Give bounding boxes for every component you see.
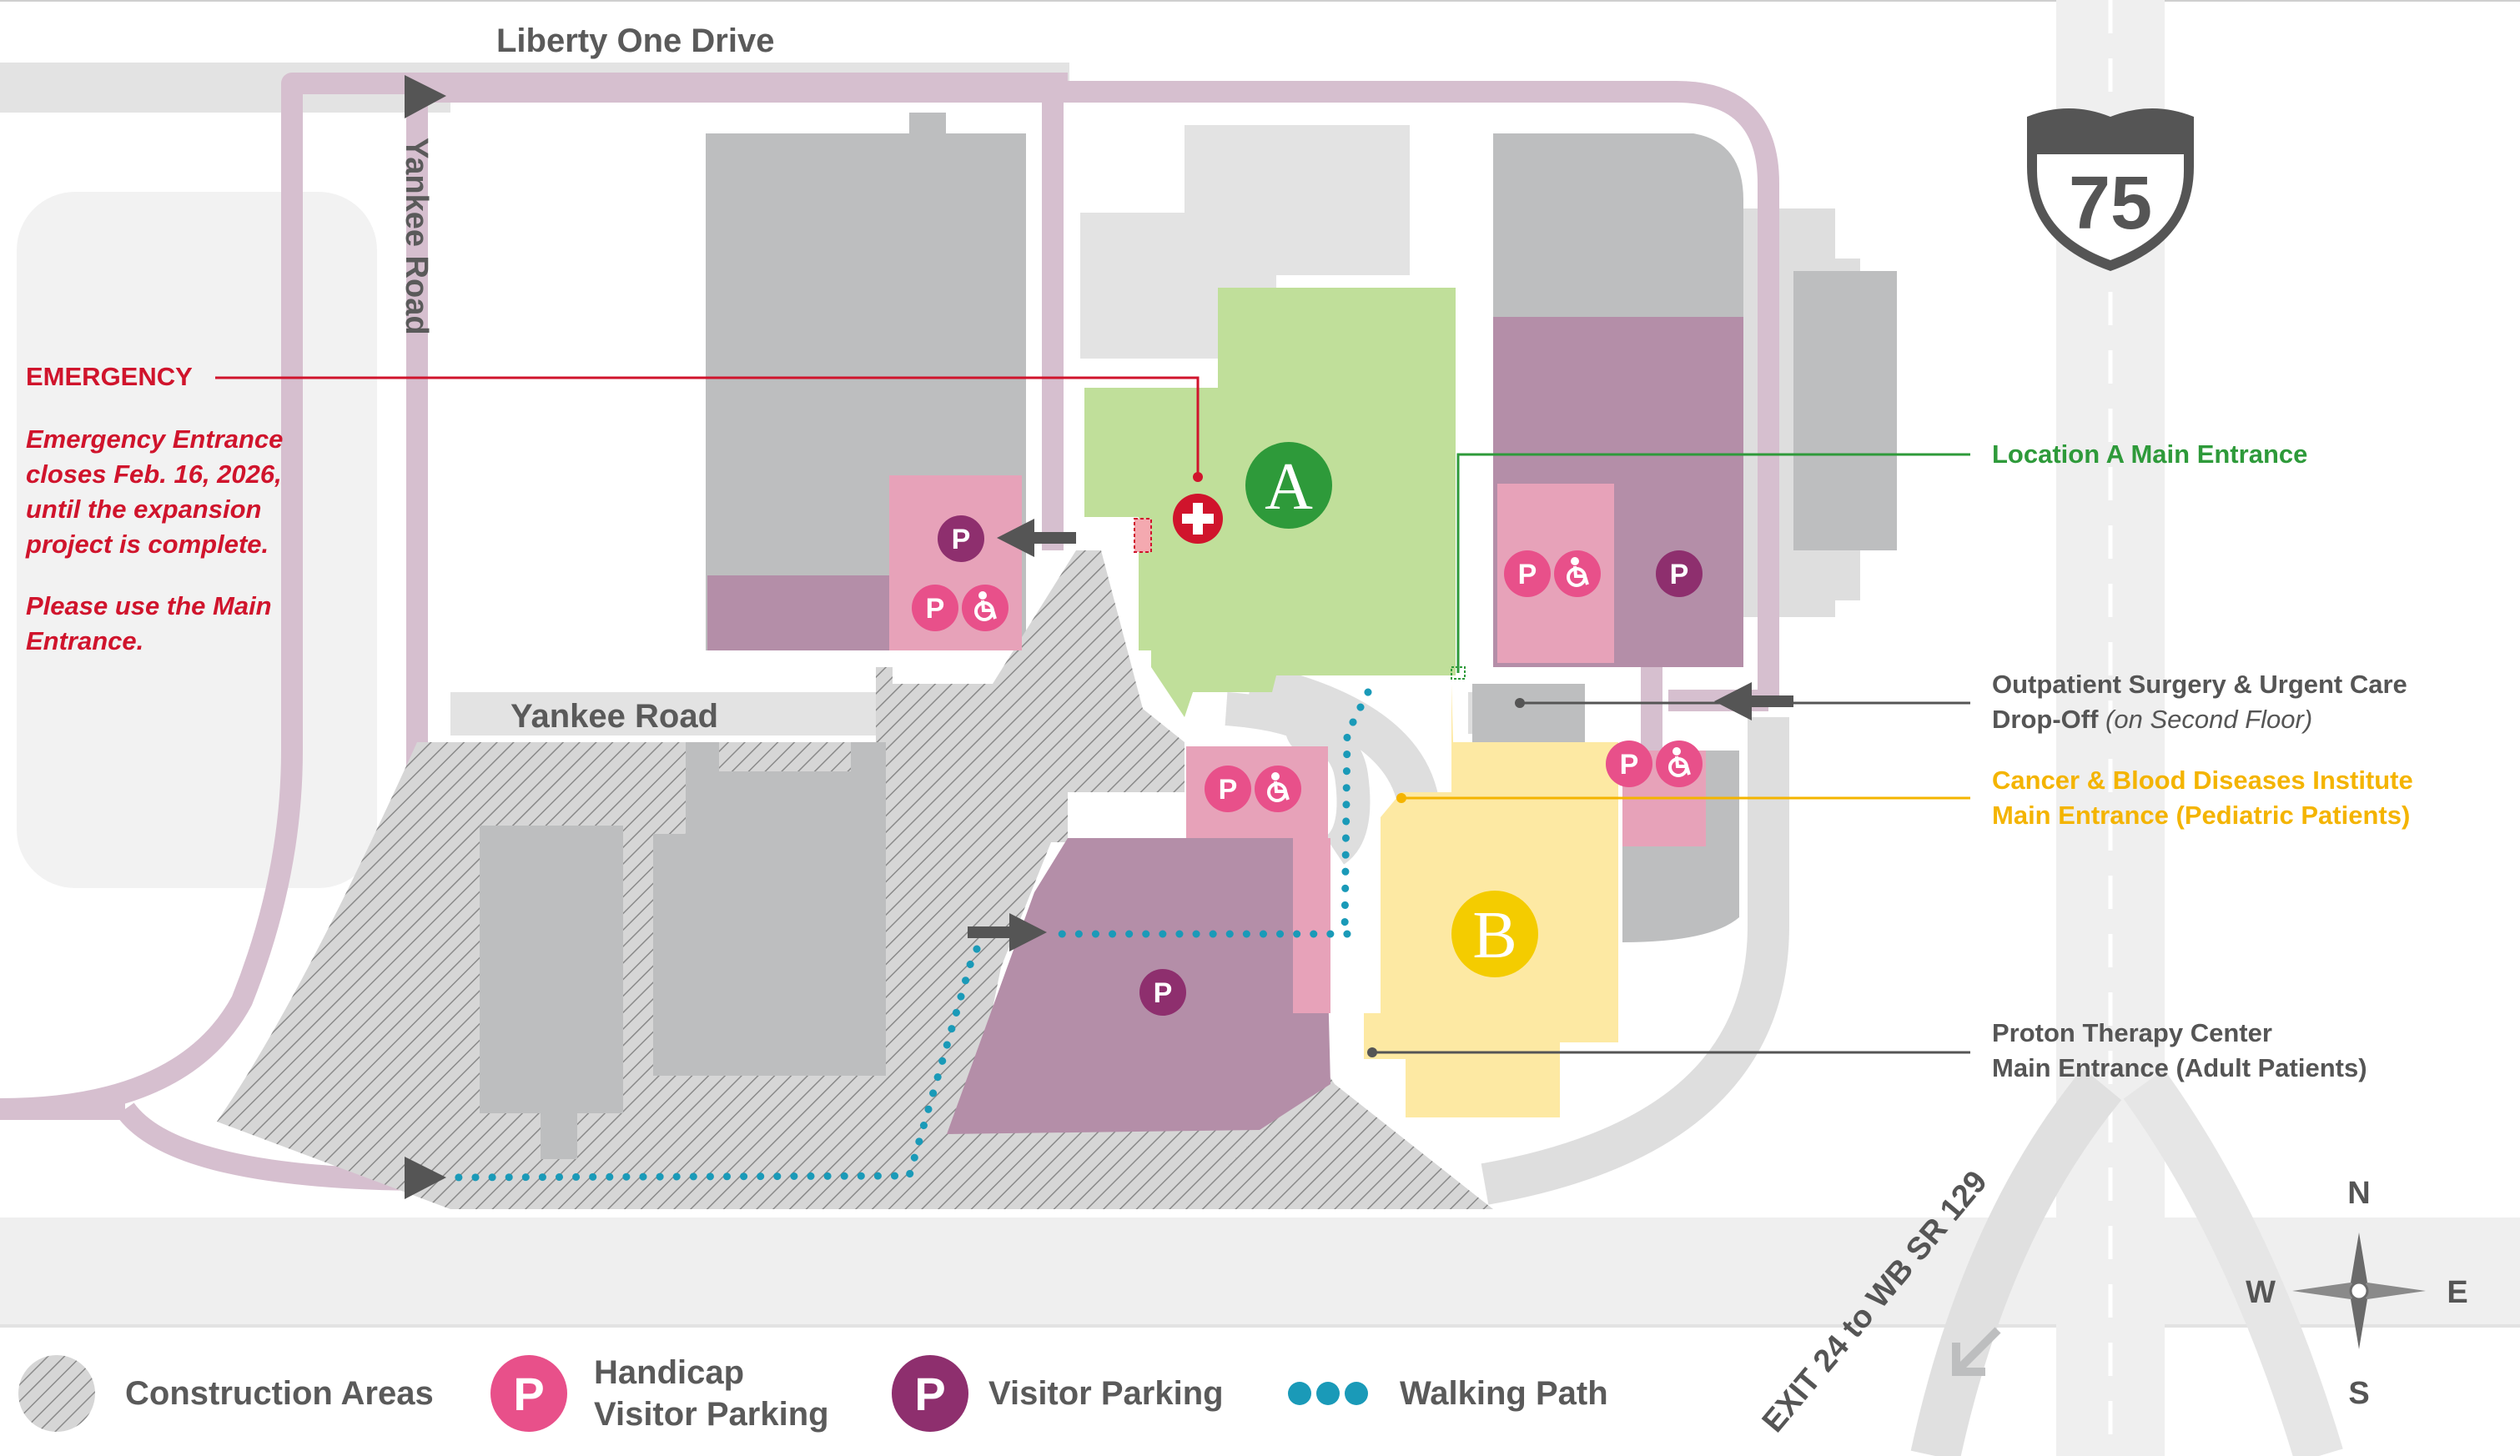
legend-construction-label: Construction Areas (125, 1375, 434, 1412)
arrow-left-icon (1714, 682, 1793, 720)
handicap-parking-icon (1205, 766, 1251, 812)
legend-construction-icon (18, 1355, 95, 1432)
proton-callout-line: Proton Therapy Center (1992, 1018, 2272, 1047)
compass-n: N (2347, 1176, 2370, 1211)
emergency-heading: EMERGENCY (26, 362, 193, 391)
emergency-instruction-line: Entrance. (26, 626, 144, 655)
cancer-institute-callout: Cancer & Blood Diseases Institute Main E… (1992, 763, 2413, 833)
visitor-parking-icon (1656, 550, 1703, 597)
location-a-badge (1245, 442, 1332, 529)
compass-w: W (2246, 1275, 2276, 1310)
compass-rose-icon (2292, 1233, 2426, 1349)
interstate-75-shield: 75 (2027, 108, 2194, 271)
building-gray (480, 826, 623, 1113)
wheelchair-icon (1255, 766, 1301, 812)
legend-handicap-label: Handicap Visitor Parking (594, 1352, 829, 1435)
yankee-road-horizontal-label: Yankee Road (511, 698, 718, 735)
legend-handicap-p: P (513, 1368, 544, 1420)
construction-area (918, 1059, 1493, 1209)
outpatient-floor-note: (on Second Floor) (2105, 705, 2313, 734)
wheelchair-icon (1656, 741, 1703, 787)
outpatient-callout: Outpatient Surgery & Urgent Care Drop-Of… (1992, 667, 2407, 737)
location-a-callout: Location A Main Entrance (1992, 439, 2308, 469)
location-a-letter: A (1265, 450, 1313, 524)
legend-walking-icon (1288, 1382, 1368, 1405)
handicap-parking-icon (1606, 741, 1652, 787)
visitor-parking-icon (938, 515, 984, 562)
yankee-road-horizontal (450, 692, 884, 736)
wheelchair-icon (962, 585, 1009, 631)
handicap-parking-icon (1504, 550, 1551, 597)
handicap-parking-area (889, 475, 1022, 650)
outpatient-callout-line: Drop-Off (on Second Floor) (1992, 702, 2407, 737)
proton-therapy-callout: Proton Therapy Center Main Entrance (Adu… (1992, 1016, 2367, 1086)
cancer-callout-line: Main Entrance (Pediatric Patients) (1992, 801, 2411, 830)
legend-visitor-p: P (914, 1368, 945, 1420)
yankee-road-vertical-label: Yankee Road (399, 138, 434, 335)
proton-callout-line: Main Entrance (Adult Patients) (1992, 1053, 2367, 1082)
parking-p-label: P (926, 593, 945, 625)
interstate-number: 75 (2069, 162, 2152, 245)
emergency-notice: Emergency Entrance closes Feb. 16, 2026,… (26, 422, 283, 562)
parking-p-label: P (1620, 749, 1639, 781)
building-gray (653, 742, 886, 1076)
legend-handicap-icon (490, 1355, 567, 1432)
parking-p-label: P (1518, 559, 1537, 590)
arrow-right-icon (968, 913, 1047, 951)
handicap-parking-icon (912, 585, 958, 631)
location-b-letter: B (1472, 899, 1517, 972)
parking-p-label: P (952, 524, 971, 555)
visitor-parking-area (947, 838, 1330, 1134)
emergency-instruction: Please use the Main Entrance. (26, 589, 272, 659)
emergency-notice-line: project is complete. (26, 530, 269, 559)
parking-p-label: P (1154, 977, 1173, 1009)
parking-p-label: P (1670, 559, 1689, 590)
exit-arrow-icon (1952, 1327, 2001, 1376)
parking-deck-gray (1793, 271, 1897, 550)
location-b-badge (1451, 891, 1538, 977)
emergency-notice-line: closes Feb. 16, 2026, (26, 459, 282, 489)
cancer-callout-line: Cancer & Blood Diseases Institute (1992, 766, 2413, 795)
compass-s: S (2348, 1376, 2369, 1411)
outpatient-dropoff: Drop-Off (1992, 705, 2099, 734)
arrow-right-icon (405, 75, 446, 118)
legend-visitor-label: Visitor Parking (988, 1375, 1224, 1412)
visitor-parking-icon (1139, 969, 1186, 1016)
legend-walking-label: Walking Path (1400, 1375, 1608, 1412)
emergency-cross-icon (1173, 494, 1223, 544)
legend-handicap-line: Visitor Parking (594, 1396, 829, 1433)
legend-visitor-icon (892, 1355, 968, 1432)
arrow-left-icon (997, 519, 1076, 557)
parking-p-label: P (1219, 774, 1238, 806)
liberty-one-drive-label: Liberty One Drive (496, 23, 774, 59)
emergency-notice-line: until the expansion (26, 495, 262, 524)
legend-handicap-line: Handicap (594, 1354, 745, 1391)
outpatient-callout-line: Outpatient Surgery & Urgent Care (1992, 670, 2407, 699)
emergency-notice-line: Emergency Entrance (26, 424, 284, 454)
arrow-right-icon (405, 1157, 446, 1199)
emergency-instruction-line: Please use the Main (26, 591, 272, 620)
compass-e: E (2447, 1275, 2467, 1310)
walking-path (438, 688, 1372, 1182)
wheelchair-icon (1554, 550, 1601, 597)
